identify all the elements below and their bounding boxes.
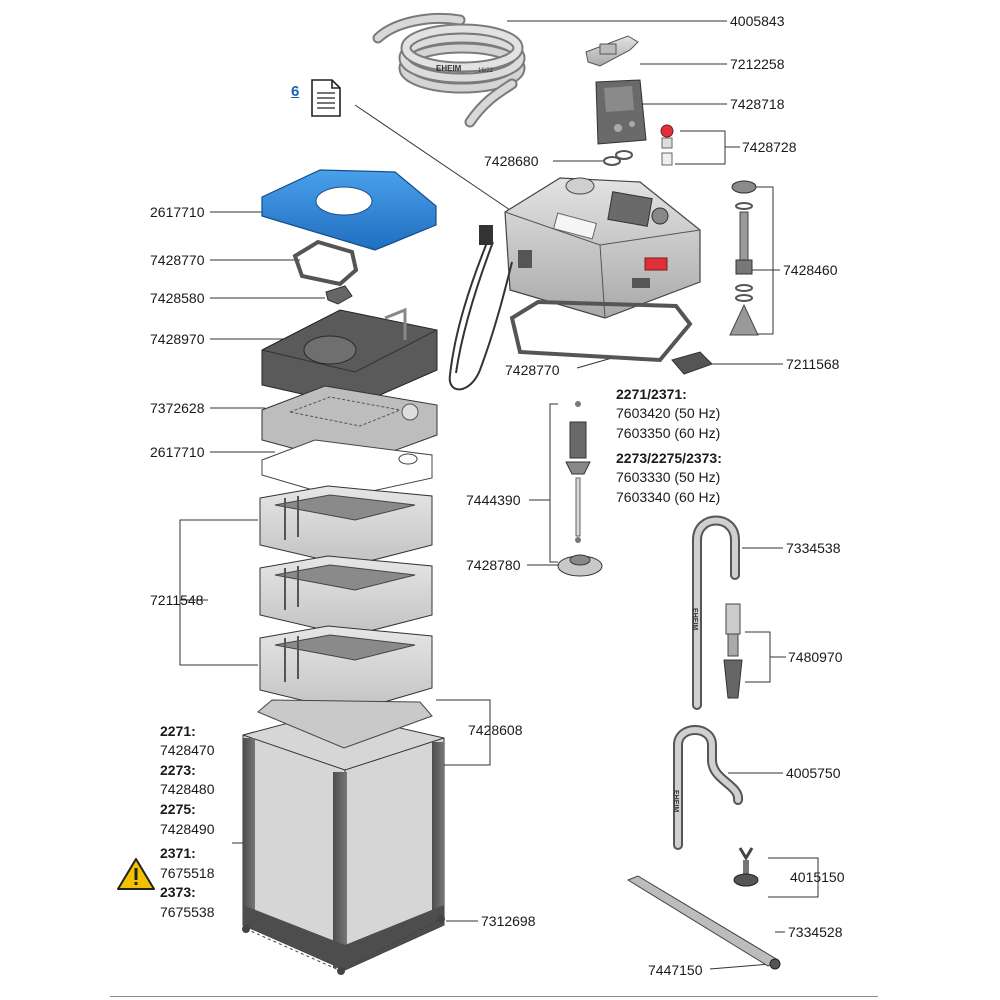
top-tray — [261, 307, 438, 407]
label-suction-cup: 4015150 — [790, 869, 845, 885]
basket-2 — [259, 555, 433, 637]
intake-pipe-print: EHEIM — [691, 608, 698, 630]
hose-print-brand: EHEIM — [436, 64, 462, 73]
white-pad — [261, 439, 433, 499]
impeller-group2-line2: 7603340 (60 Hz) — [616, 489, 721, 505]
document-icon — [311, 79, 341, 117]
label-baskets: 7211548 — [150, 592, 204, 608]
shaft-assembly — [729, 180, 759, 336]
label-adapter: 7428718 — [730, 96, 785, 112]
canister-model-2373: 2373: — [160, 884, 196, 900]
outlet-pipe — [673, 725, 743, 850]
label-white-pad: 2617710 — [150, 444, 205, 460]
canister-model-2371: 2371: — [160, 845, 196, 861]
reference-number-link[interactable]: 6 — [291, 83, 300, 100]
small-plate — [671, 351, 713, 375]
intake-u-pipe — [692, 515, 740, 710]
cover-pad-blue — [261, 169, 437, 251]
label-clip: 7212258 — [730, 56, 785, 72]
knob-part — [325, 285, 353, 305]
label-side-clips: 7428608 — [468, 722, 523, 738]
impeller-group2-line1: 7603330 (50 Hz) — [616, 469, 721, 485]
valve-parts — [660, 124, 674, 166]
canister-part-2373: 7675538 — [160, 904, 215, 920]
label-hose: 4005843 — [730, 13, 785, 29]
canister-part-2275: 7428490 — [160, 821, 215, 837]
label-lid-seal-right: 7428770 — [505, 362, 560, 378]
impeller-group1-header: 2271/2371: — [616, 386, 687, 402]
basket-3 — [259, 625, 433, 713]
label-impeller-cover: 7428780 — [466, 557, 521, 573]
label-feet: 7312698 — [481, 913, 536, 929]
basket-1 — [259, 485, 433, 567]
suction-cup — [733, 847, 759, 887]
canister-model-2275: 2275: — [160, 801, 196, 817]
label-outlet-u: 4005750 — [786, 765, 841, 781]
label-lid-seal-left: 7428770 — [150, 252, 205, 268]
clip-part — [585, 35, 639, 67]
seal-ring-left — [292, 239, 359, 287]
label-o-ring-set: 7428680 — [484, 153, 539, 169]
label-intake-u: 7334538 — [786, 540, 841, 556]
intake-strainer — [723, 603, 743, 699]
impeller-group2-header: 2273/2275/2373: — [616, 450, 722, 466]
label-knob: 7428580 — [150, 290, 205, 306]
canister-part-2371: 7675518 — [160, 865, 215, 881]
label-shaft-assembly: 7428460 — [783, 262, 838, 278]
footer-rule — [110, 996, 878, 997]
label-impeller: 7444390 — [466, 492, 521, 508]
spray-bar — [626, 875, 779, 967]
lid-seal-ring — [509, 299, 693, 363]
label-grid-plate: 7372628 — [150, 400, 205, 416]
canister-model-2273: 2273: — [160, 762, 196, 778]
label-cover-pad-blue: 2617710 — [150, 204, 205, 220]
canister — [242, 699, 445, 971]
label-spray-bar: 7334528 — [788, 924, 843, 940]
impeller — [565, 401, 591, 543]
pump-head — [504, 177, 701, 319]
label-top-tray: 7428970 — [150, 331, 205, 347]
warning-icon — [117, 858, 155, 890]
canister-model-2271: 2271: — [160, 723, 196, 739]
canister-part-2273: 7428480 — [160, 781, 215, 797]
power-cord — [448, 225, 513, 391]
impeller-cover — [557, 554, 603, 577]
hose-print-size: 16/22 — [478, 68, 494, 74]
adapter-part — [595, 79, 647, 145]
end-cap — [769, 958, 781, 970]
outlet-pipe-print: EHEIM — [672, 790, 679, 812]
label-end-cap: 7447150 — [648, 962, 703, 978]
label-valve-parts: 7428728 — [742, 139, 797, 155]
label-small-plate: 7211568 — [786, 356, 840, 372]
impeller-group1-line1: 7603420 (50 Hz) — [616, 405, 721, 421]
feet-outline — [245, 918, 442, 972]
canister-part-2271: 7428470 — [160, 742, 215, 758]
impeller-group1-line2: 7603350 (60 Hz) — [616, 425, 721, 441]
hose-coil — [372, 12, 526, 128]
o-ring-set — [603, 150, 633, 166]
label-intake-strainer: 7480970 — [788, 649, 843, 665]
